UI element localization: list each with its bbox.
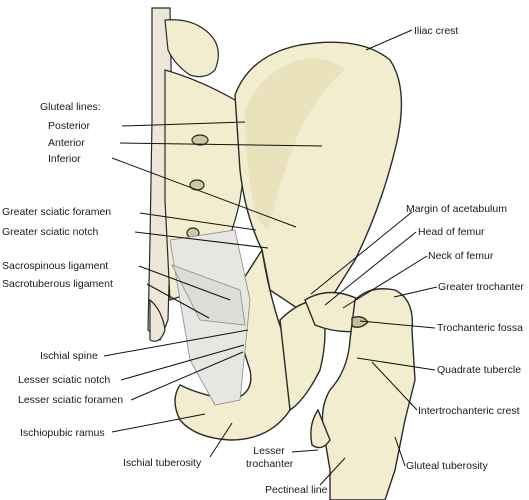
- leader-inferior: [111, 157, 297, 228]
- leader-pectineal-line: [319, 457, 346, 486]
- sacral-foramen-1: [191, 134, 209, 146]
- leader-ischial-spine: [103, 329, 249, 357]
- label-greater-sciatic-foramen: Greater sciatic foramen: [2, 206, 112, 218]
- leader-margin-of-acetabulum: [310, 211, 413, 295]
- label-quadrate-tubercle: Quadrate tubercle: [437, 364, 522, 376]
- label-greater-sciatic-notch: Greater sciatic notch: [2, 226, 99, 238]
- ligaments: [169, 229, 251, 406]
- leader-sacrotuberous-ligament: [146, 283, 210, 319]
- label-ischiopubic-ramus: Ischiopubic ramus: [20, 427, 105, 439]
- leader-neck-of-femur: [342, 255, 428, 309]
- label-pectineal-line: Pectineal line: [265, 484, 328, 496]
- label-lesser-sciatic-notch: Lesser sciatic notch: [18, 374, 111, 386]
- coccyx: [149, 298, 166, 342]
- label-gluteal-lines: Gluteal lines:: [40, 101, 101, 113]
- label-head-of-femur: Head of femur: [418, 226, 485, 238]
- label-trochanteric-fossa: Trochanteric fossa: [437, 322, 523, 334]
- leader-greater-sciatic-foramen: [139, 212, 257, 231]
- label-posterior: Posterior: [48, 120, 91, 132]
- leader-iliac-crest: [365, 29, 413, 51]
- leader-lines: [103, 29, 438, 486]
- leader-greater-trochanter: [393, 286, 438, 298]
- leader-gluteal-tuberosity: [394, 436, 406, 467]
- leader-ischiopubic-ramus: [111, 413, 206, 433]
- label-greater-trochanter: Greater trochanter: [438, 281, 524, 293]
- leader-intertrochanteric-crest: [371, 361, 418, 411]
- sacral-vertebra: [164, 19, 219, 78]
- label-inferior: Inferior: [48, 153, 81, 165]
- sacrospinous-ligament: [171, 264, 246, 326]
- label-ischial-tuberosity: Ischial tuberosity: [123, 457, 202, 469]
- label-gluteal-tuberosity: Gluteal tuberosity: [406, 460, 488, 472]
- label-sacrotuberous-ligament: Sacrotuberous ligament: [2, 278, 113, 290]
- leader-trochanteric-fossa: [359, 320, 436, 329]
- leader-ischial-tuberosity: [209, 422, 233, 458]
- leader-greater-sciatic-notch: [134, 231, 269, 249]
- leader-quadrate-tubercle: [356, 357, 436, 371]
- leader-anterior: [119, 142, 323, 147]
- greater-trochanter-shape: [321, 288, 416, 500]
- lesser-trochanter-shape: [310, 408, 331, 449]
- label-margin-of-acetabulum: Margin of acetabulum: [406, 203, 507, 215]
- obturator-region: [279, 299, 326, 412]
- leader-lesser-trochanter: [291, 449, 319, 453]
- label-lesser-sciatic-foramen: Lesser sciatic foramen: [18, 394, 124, 406]
- hip-bone: [174, 41, 403, 441]
- femur: [304, 288, 416, 500]
- ilium-shade: [245, 58, 345, 230]
- leader-posterior: [121, 121, 246, 127]
- label-iliac-crest: Iliac crest: [414, 25, 459, 37]
- leader-lesser-sciatic-foramen: [130, 351, 244, 401]
- leader-lesser-sciatic-notch: [120, 344, 245, 381]
- leader-sacrospinous-ligament: [138, 265, 231, 301]
- leader-head-of-femur: [324, 231, 417, 306]
- label-anterior: Anterior: [48, 137, 85, 149]
- label-neck-of-femur: Neck of femur: [428, 250, 494, 262]
- label-lesser-trochanter: Lesser trochanter: [246, 445, 294, 470]
- label-ischial-spine: Ischial spine: [40, 350, 98, 362]
- label-sacrospinous-ligament: Sacrospinous ligament: [2, 260, 109, 272]
- label-intertrochanteric-crest: Intertrochanteric crest: [418, 405, 520, 417]
